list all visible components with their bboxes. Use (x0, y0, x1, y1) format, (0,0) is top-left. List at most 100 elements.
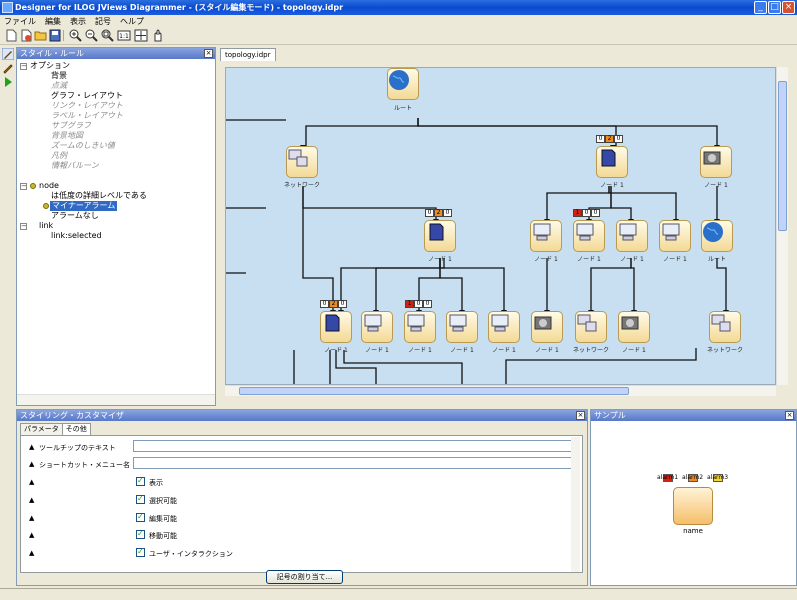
node-workstation[interactable] (404, 311, 436, 343)
node-workstation[interactable] (573, 220, 605, 252)
tree-item-background[interactable]: 背景 (51, 71, 67, 80)
style-edit-mode-icon[interactable] (1, 47, 15, 61)
collapse-icon[interactable]: − (20, 62, 27, 70)
node-label: ネットワーク (283, 182, 321, 189)
tree-item-label-layout[interactable]: ラベル・レイアウト (51, 111, 123, 120)
minimize-button[interactable]: _ (754, 1, 767, 14)
customizer-header: スタイリング・カスタマイザ × (17, 410, 587, 421)
node-root[interactable] (387, 68, 419, 100)
expand-triangle-icon[interactable]: ▲ (29, 443, 35, 451)
tab-parameters[interactable]: パラメータ (20, 423, 63, 435)
close-button[interactable]: × (782, 1, 795, 14)
node-network[interactable] (575, 311, 607, 343)
menu-symbol[interactable]: 記号 (95, 17, 111, 26)
tree-item-link[interactable]: link (39, 221, 54, 230)
alarm2-swatch (688, 474, 698, 482)
node-label: ノード 1 (535, 347, 559, 354)
node-label: ノード 1 (620, 256, 644, 263)
maximize-button[interactable]: □ (768, 1, 781, 14)
new-file-icon[interactable] (4, 29, 18, 42)
collapse-icon[interactable]: − (20, 182, 27, 190)
expand-triangle-icon[interactable]: ▲ (29, 531, 35, 539)
overview-icon[interactable] (134, 29, 148, 42)
node-root-2[interactable] (701, 220, 733, 252)
tree-horizontal-scrollbar[interactable] (17, 394, 215, 405)
server-icon (429, 223, 444, 241)
tab-topology[interactable]: topology.idpr (220, 48, 276, 61)
tree-item-link-layout[interactable]: リンク・レイアウト (51, 101, 123, 110)
node-network[interactable] (709, 311, 741, 343)
tree-item-info-balloon[interactable]: 情報バルーン (51, 161, 99, 170)
node-workstation[interactable] (659, 220, 691, 252)
pan-hand-icon[interactable] (151, 29, 165, 42)
zoom-in-icon[interactable] (68, 29, 82, 42)
diagram-vertical-scrollbar[interactable] (776, 67, 788, 385)
movable-checkbox[interactable] (136, 529, 145, 539)
node-server[interactable] (424, 220, 456, 252)
node-server[interactable] (596, 146, 628, 178)
expand-triangle-icon[interactable]: ▲ (29, 549, 35, 557)
zoom-out-icon[interactable] (84, 29, 98, 42)
selectable-checkbox[interactable] (136, 494, 145, 504)
node-workstation[interactable] (530, 220, 562, 252)
tree-item-low-detail[interactable]: は低度の詳細レベルである (51, 191, 147, 200)
node-workstation[interactable] (616, 220, 648, 252)
menu-view[interactable]: 表示 (70, 17, 86, 26)
expand-triangle-icon[interactable]: ▲ (29, 514, 35, 522)
tree-item-background-map[interactable]: 背景地図 (51, 131, 83, 140)
scroll-thumb[interactable] (239, 387, 629, 395)
expand-triangle-icon[interactable]: ▲ (29, 496, 35, 504)
editable-checkbox[interactable] (136, 512, 145, 522)
save-icon[interactable] (48, 29, 62, 42)
expand-triangle-icon[interactable]: ▲ (29, 478, 35, 486)
tree-item-no-alarm[interactable]: アラームなし (51, 211, 99, 220)
menu-edit[interactable]: 編集 (45, 17, 61, 26)
zoom-100-icon[interactable]: 1:1 (117, 29, 131, 42)
diagram-horizontal-scrollbar[interactable] (225, 385, 776, 396)
node-disk[interactable] (700, 146, 732, 178)
scroll-thumb[interactable] (778, 81, 787, 231)
disk-icon (621, 316, 639, 330)
zoom-fit-icon[interactable] (100, 29, 114, 42)
customizer-vertical-scrollbar[interactable] (571, 437, 580, 572)
pencil-icon[interactable] (2, 62, 14, 74)
menu-file[interactable]: ファイル (4, 17, 36, 26)
tree-item-blink[interactable]: 点滅 (51, 81, 67, 90)
selectable-label: 選択可能 (149, 497, 177, 505)
node-network[interactable] (286, 146, 318, 178)
node-workstation[interactable] (488, 311, 520, 343)
shortcut-menu-input[interactable] (133, 457, 575, 469)
node-workstation[interactable] (361, 311, 393, 343)
node-disk[interactable] (531, 311, 563, 343)
tree-item-legend[interactable]: 凡例 (51, 151, 67, 160)
expand-triangle-icon[interactable]: ▲ (29, 460, 35, 468)
node-workstation[interactable] (446, 311, 478, 343)
close-panel-icon[interactable]: × (785, 411, 794, 420)
tree-item-options[interactable]: オプション (30, 61, 70, 70)
tab-other[interactable]: その他 (61, 423, 91, 435)
menu-help[interactable]: ヘルプ (120, 17, 144, 26)
assign-symbol-button[interactable]: 記号の割り当て... (266, 570, 343, 584)
new-style-icon[interactable] (19, 29, 33, 42)
tree-item-minor-alarm[interactable]: マイナーアラーム (50, 201, 118, 211)
visible-checkbox[interactable] (136, 476, 145, 486)
user-interaction-checkbox[interactable] (136, 547, 145, 557)
network-icon (577, 314, 597, 332)
tree-item-node[interactable]: node (39, 181, 59, 190)
node-label: ノード 1 (428, 256, 452, 263)
open-icon[interactable] (34, 29, 48, 42)
tree-item-subgraph[interactable]: サブグラフ (51, 121, 91, 130)
node-disk[interactable] (618, 311, 650, 343)
node-server[interactable] (320, 311, 352, 343)
tree-item-graph-layout[interactable]: グラフ・レイアウト (51, 91, 123, 100)
close-panel-icon[interactable]: × (204, 49, 213, 58)
close-panel-icon[interactable]: × (576, 411, 585, 420)
node-label: ノード 1 (663, 256, 687, 263)
tree-item-zoom-threshold[interactable]: ズームのしきい値 (51, 141, 115, 150)
run-icon[interactable] (2, 76, 14, 88)
tree-item-link-selected[interactable]: link:selected (51, 231, 102, 240)
tooltip-text-input[interactable] (133, 440, 575, 452)
collapse-icon[interactable]: − (20, 222, 27, 230)
